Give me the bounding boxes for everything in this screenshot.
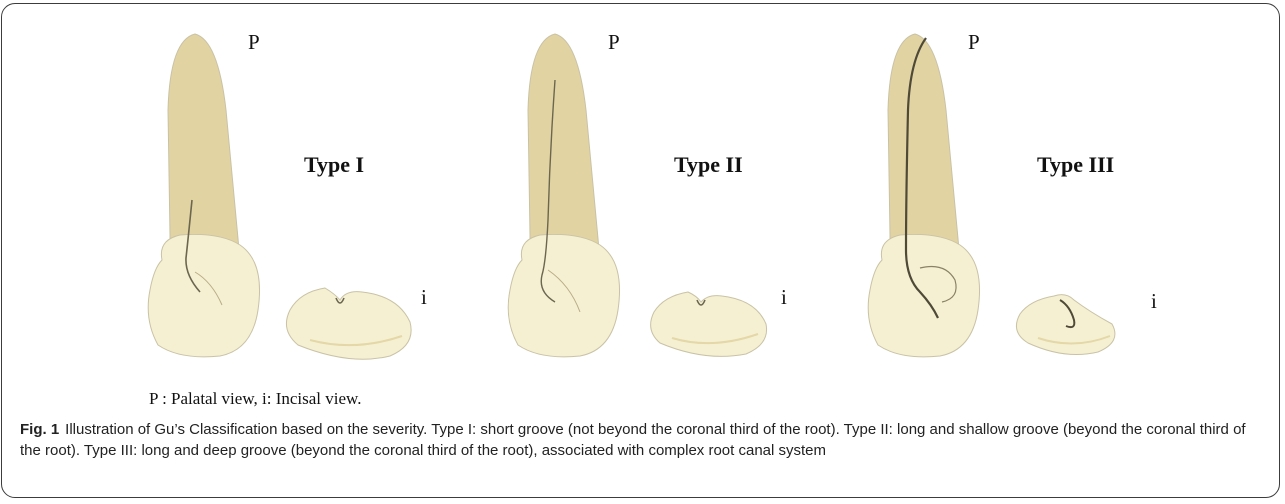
palatal-view-label: P — [608, 30, 620, 55]
type-title: Type II — [674, 152, 743, 178]
panel-type-3: P Type III i — [860, 0, 1280, 380]
panel-type-1: P Type I i — [140, 0, 560, 380]
type-title: Type III — [1037, 152, 1114, 178]
incisal-view-label: i — [1151, 289, 1157, 314]
type-title: Type I — [304, 152, 364, 178]
incisal-view-label: i — [421, 285, 427, 310]
panel-type-2: P Type II i — [500, 0, 920, 380]
tooth-illustration-type-3 — [860, 0, 1280, 380]
view-legend: P : Palatal view, i: Incisal view. — [149, 389, 361, 409]
incisal-view-label: i — [781, 285, 787, 310]
palatal-view-label: P — [248, 30, 260, 55]
tooth-illustration-type-2 — [500, 0, 920, 380]
palatal-view-label: P — [968, 30, 980, 55]
figure-label: Fig. 1 — [20, 421, 59, 438]
caption-text: Illustration of Gu’s Classification base… — [20, 421, 1246, 459]
tooth-illustration-type-1 — [140, 0, 560, 380]
